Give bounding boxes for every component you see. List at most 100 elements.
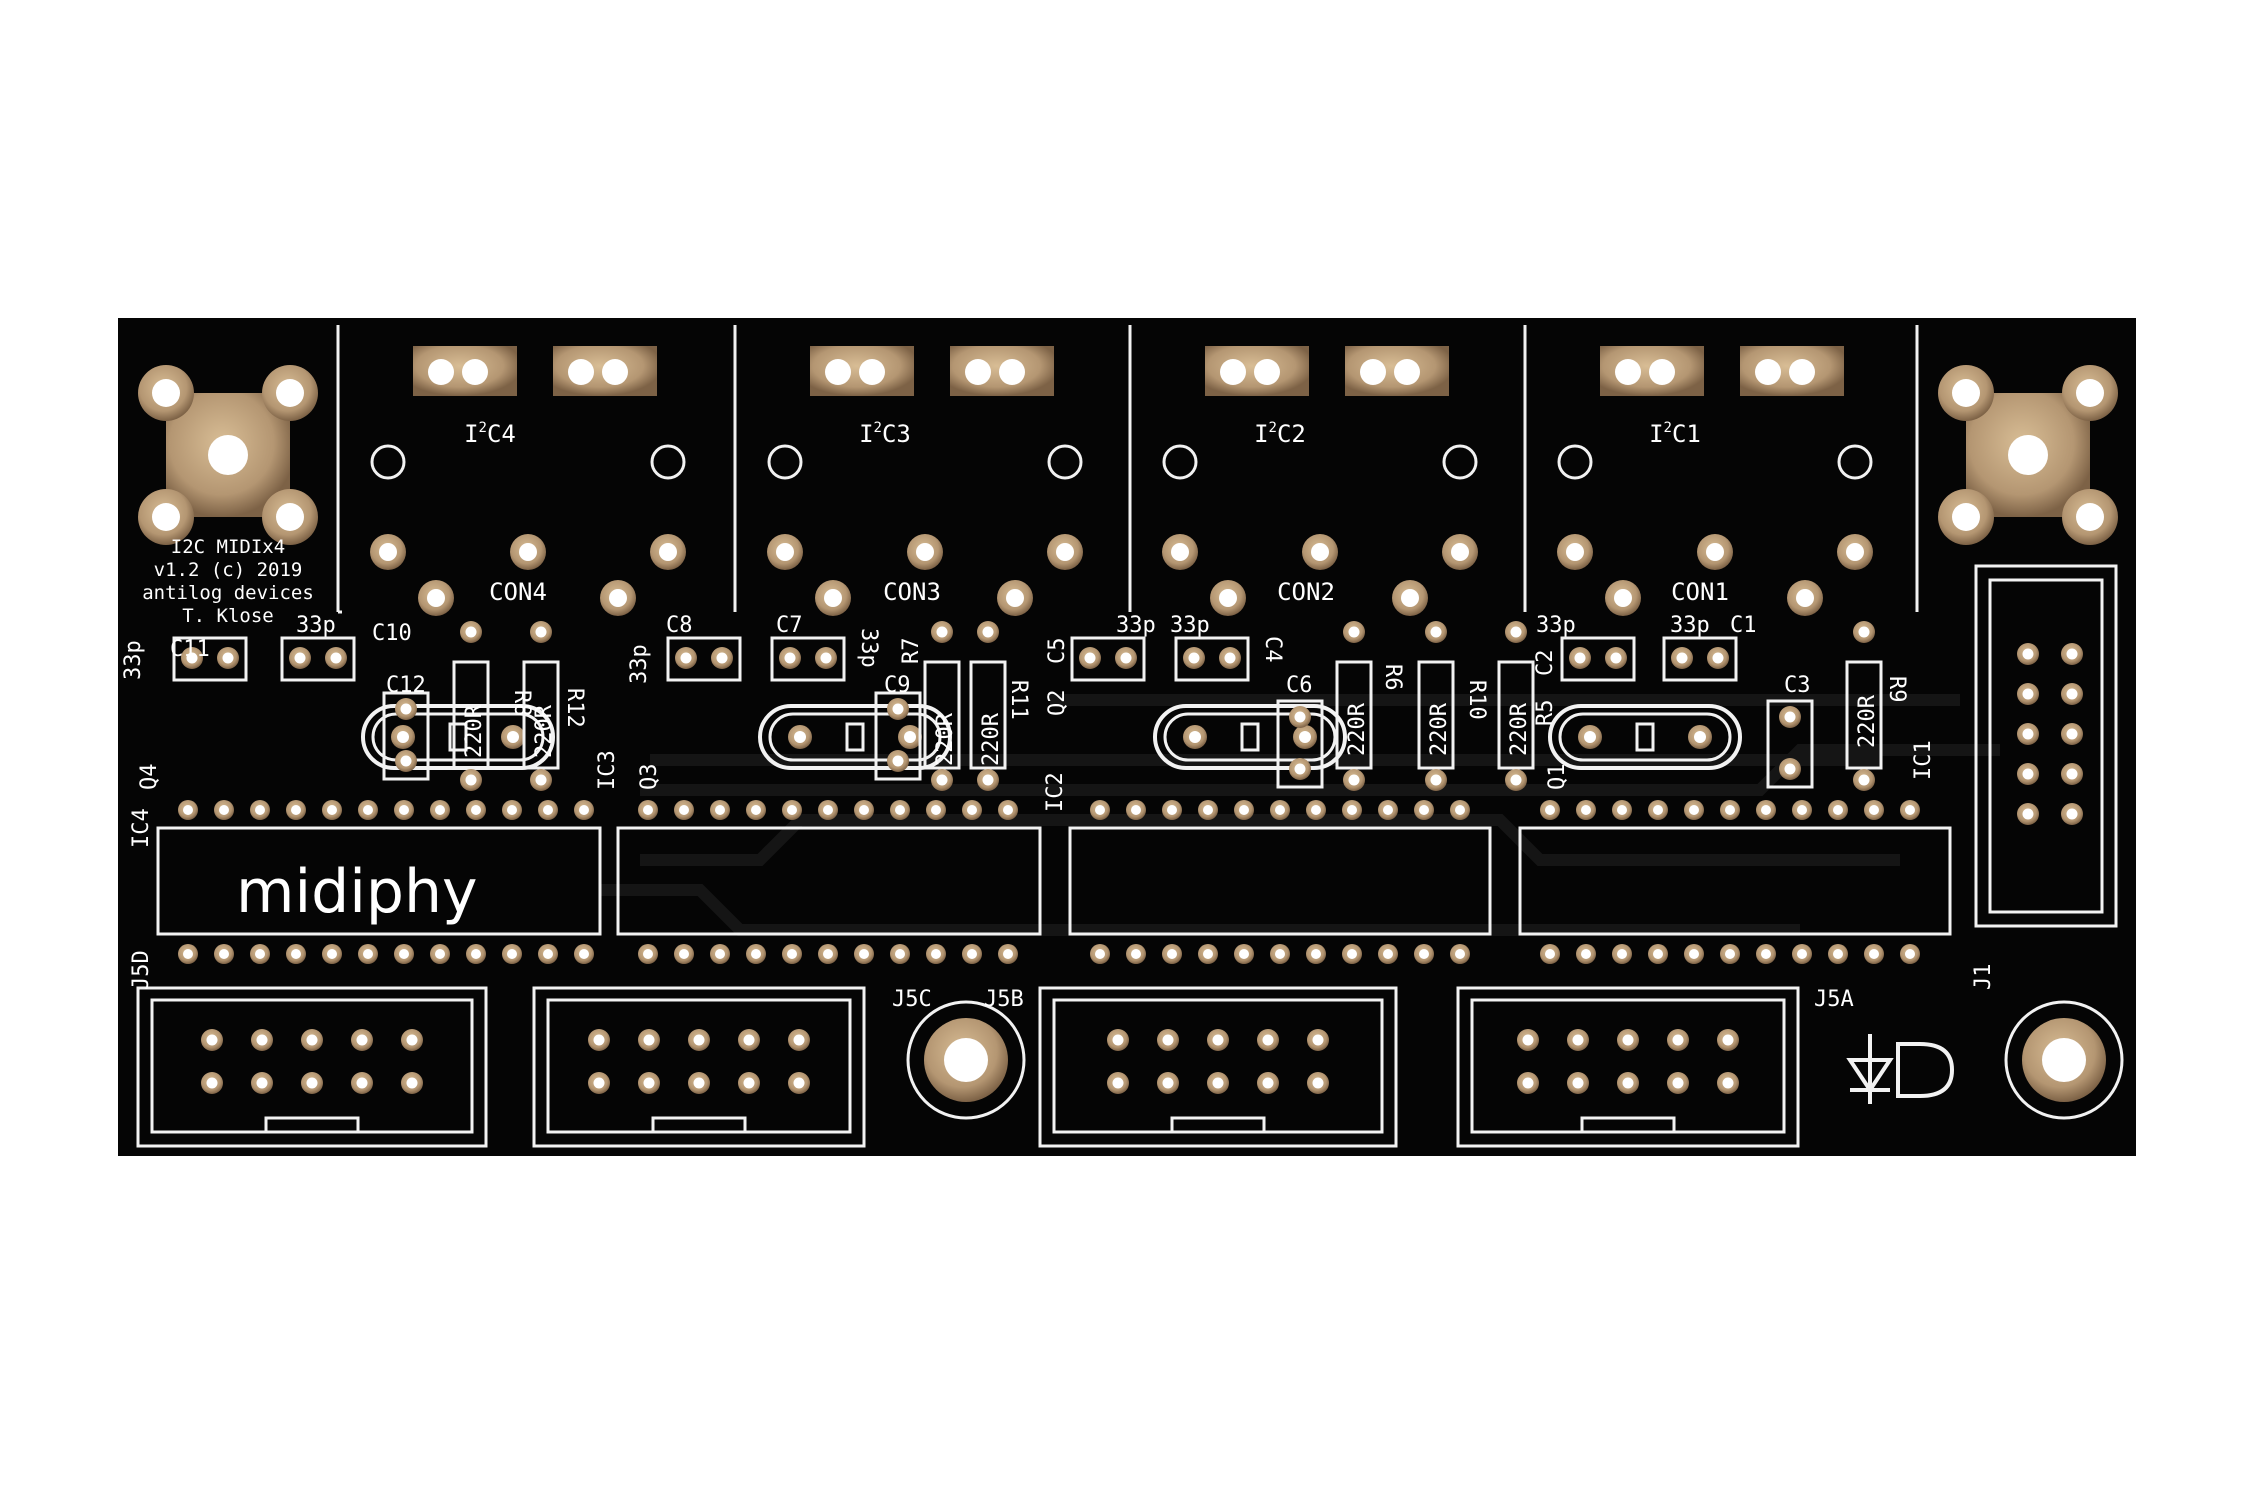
mount-left-petal-hole	[152, 503, 180, 531]
ic-pin-bot-hole	[1131, 949, 1141, 959]
ic-pin-bot-hole	[1833, 949, 1843, 959]
ic-pin-top-hole	[1545, 805, 1555, 815]
ic-pin-bot-hole	[543, 949, 553, 959]
cap-33p-h: 33p	[1670, 613, 1710, 638]
sec4-crystal-inner	[371, 712, 545, 762]
idc-pin-hole	[793, 1034, 805, 1046]
j5b-label: J5B	[984, 987, 1024, 1012]
sec1-con-pad-1-hole	[1706, 543, 1724, 561]
ic-pin-top-hole	[183, 805, 193, 815]
sec3-con-pad-1-hole	[916, 543, 934, 561]
cap-pad-a-hole	[294, 652, 306, 664]
ic-pin-top-hole	[895, 805, 905, 815]
r8-label: R8	[509, 690, 534, 717]
ic-pin-bot-hole	[1003, 949, 1013, 959]
r11-label: R11	[1006, 680, 1031, 720]
con4-label: CON4	[489, 578, 547, 606]
sec4-xtal-pad-a-hole	[397, 731, 409, 743]
idc-pin-hole	[1722, 1034, 1734, 1046]
sec2-jack-hole	[1254, 359, 1280, 385]
sec3-jack-hole	[825, 359, 851, 385]
cap-pad-b-hole	[1610, 652, 1622, 664]
sec4-jack-hole	[568, 359, 594, 385]
sec2-jack-hole	[1360, 359, 1386, 385]
c12-label: C12	[386, 673, 426, 698]
sec3-crystal	[758, 704, 952, 770]
cap-pad-b-hole	[716, 652, 728, 664]
sec2-con-pad-4-hole	[1401, 589, 1419, 607]
con1-label: CON1	[1671, 578, 1729, 606]
con2-label: CON2	[1277, 578, 1335, 606]
r9-value: 220R	[1855, 694, 1880, 748]
sec1-crystal	[1548, 704, 1742, 770]
q3-label: Q3	[637, 764, 662, 791]
q2-label: Q2	[1045, 690, 1070, 717]
idc-pin-hole	[1622, 1077, 1634, 1089]
ic-pin-top-hole	[579, 805, 589, 815]
idc-pin-hole	[1672, 1077, 1684, 1089]
ic-pin-bot-hole	[1761, 949, 1771, 959]
sec2-jack-hole	[1220, 359, 1246, 385]
ic-pin-bot-hole	[579, 949, 589, 959]
board-title: I2C MIDIx4	[171, 536, 285, 558]
ic1-label: IC1	[1911, 740, 1936, 780]
sec4-con-pad-2-hole	[659, 543, 677, 561]
idc-pin-hole	[406, 1034, 418, 1046]
idc-pin-hole	[256, 1077, 268, 1089]
ic-pin-top-hole	[507, 805, 517, 815]
res-body-5	[1417, 660, 1455, 770]
res-body-1	[522, 660, 560, 770]
sec3-con-pad-0-hole	[776, 543, 794, 561]
ic-pin-bot-hole	[643, 949, 653, 959]
res-body-3	[969, 660, 1007, 770]
sec4-xtal-symbol	[448, 722, 468, 752]
sec4-xtal-pad-b-hole	[507, 731, 519, 743]
cap-33p-b: 33p	[296, 613, 336, 638]
sec4-ring-r	[650, 444, 686, 480]
r6-label: R6	[1380, 664, 1405, 691]
mount-left-hole	[208, 435, 248, 475]
sec4-ring-l	[370, 444, 406, 480]
ic-pin-top-hole	[1905, 805, 1915, 815]
ic-pin-bot-hole	[1725, 949, 1735, 959]
r7-label: R7	[899, 638, 924, 665]
ic-pin-top-hole	[787, 805, 797, 815]
ic-outline-2	[1068, 826, 1492, 936]
idc-pin-hole	[1672, 1034, 1684, 1046]
r12-label: R12	[562, 688, 587, 728]
ic-pin-top-hole	[1581, 805, 1591, 815]
j1-pin-hole	[2022, 728, 2034, 740]
ic-pin-bot-hole	[1653, 949, 1663, 959]
connector-outlines	[336, 325, 1919, 614]
con3-label: CON3	[883, 578, 941, 606]
i2c3-label: I2C3	[859, 420, 911, 448]
mount-ring-1	[2004, 1000, 2124, 1120]
idc-pin-hole	[356, 1034, 368, 1046]
res-pad-bot-4-hole	[1348, 774, 1360, 786]
ic-pin-top-hole	[1689, 805, 1699, 815]
mount-left-petal-hole	[152, 379, 180, 407]
ic-pin-top-hole	[1653, 805, 1663, 815]
ic-pin-top-hole	[1617, 805, 1627, 815]
idc-key-3	[1580, 1116, 1676, 1134]
vcap-pad-b-hole	[400, 755, 412, 767]
vcap-box-0	[382, 691, 430, 781]
ic-pin-bot-hole	[1347, 949, 1357, 959]
cap-33p-a: 33p	[121, 640, 146, 680]
idc-pin-hole	[643, 1034, 655, 1046]
ic-pin-bot-hole	[471, 949, 481, 959]
ic-outline-3	[1518, 826, 1952, 936]
ic-pin-top-hole	[1003, 805, 1013, 815]
ic-pin-bot-hole	[255, 949, 265, 959]
ic-pin-top-hole	[1275, 805, 1285, 815]
r8-value: 220R	[462, 704, 487, 758]
ic-pin-bot-hole	[679, 949, 689, 959]
ic-pin-bot-hole	[291, 949, 301, 959]
ic3-label: IC3	[595, 750, 620, 790]
cap-pad-b-hole	[1120, 652, 1132, 664]
idc-pin-hole	[1572, 1034, 1584, 1046]
sec1-xtal-pad-a-hole	[1584, 731, 1596, 743]
ic-pin-bot-hole	[1203, 949, 1213, 959]
ic-pin-top-hole	[1383, 805, 1393, 815]
